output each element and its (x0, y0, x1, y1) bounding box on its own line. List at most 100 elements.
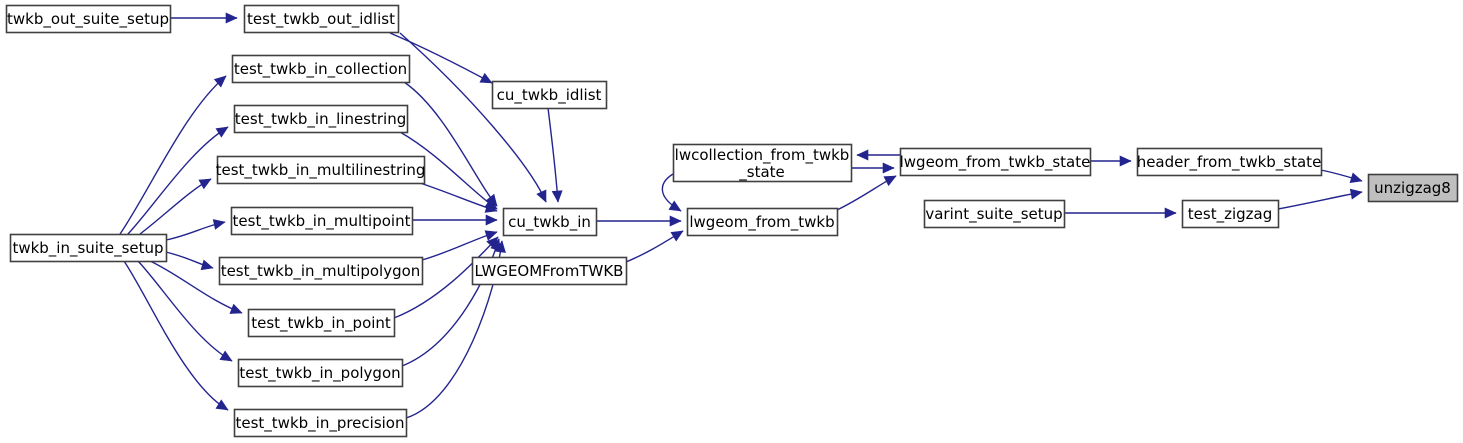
node-label: cu_twkb_in (508, 213, 591, 232)
node-box[interactable] (491, 80, 608, 110)
node-unzigzag8[interactable]: unzigzag8 (1367, 173, 1459, 203)
node-box[interactable] (1136, 147, 1323, 177)
node-box[interactable] (218, 256, 424, 286)
node-test_twkb_in_collection[interactable]: test_twkb_in_collection (231, 54, 411, 84)
node-label: test_twkb_in_multilinestring (216, 161, 426, 180)
edge-lwcollection_from_twkb_state-to-lwgeom_from_twkb (661, 173, 682, 212)
arrowhead-icon (536, 189, 547, 203)
edge-line (1277, 191, 1363, 210)
node-box[interactable] (231, 54, 411, 84)
node-label: test_twkb_in_linestring (235, 110, 406, 129)
node-lwgeom_from_twkb_state[interactable]: lwgeom_from_twkb_state (899, 147, 1092, 177)
edge-line (127, 126, 229, 235)
node-box[interactable] (923, 199, 1066, 229)
edge-twkb_in_suite_setup-to-test_twkb_in_precision (123, 260, 229, 411)
node-box[interactable] (686, 207, 839, 237)
arrowhead-icon (215, 126, 229, 138)
node-label: test_twkb_in_multipolygon (221, 262, 421, 281)
node-box[interactable] (237, 358, 404, 388)
node-box[interactable] (230, 206, 414, 236)
arrowhead-icon (495, 240, 506, 253)
node-label: lwcollection_from_twkb_state (675, 146, 850, 182)
node-label: header_from_twkb_state (1137, 153, 1322, 172)
node-LWGEOMFromTWKB[interactable]: LWGEOMFromTWKB (471, 256, 628, 286)
node-cu_twkb_idlist[interactable]: cu_twkb_idlist (491, 80, 608, 110)
edge-line (149, 260, 243, 314)
arrowhead-icon (200, 259, 214, 271)
node-test_zigzag[interactable]: test_zigzag (1181, 199, 1280, 229)
node-box[interactable] (216, 155, 426, 185)
node-box[interactable] (1367, 173, 1459, 203)
edge-line (419, 182, 498, 212)
arrowhead-icon (198, 178, 212, 190)
node-box[interactable] (672, 143, 853, 183)
node-label: test_twkb_in_polygon (239, 364, 400, 383)
arrowhead-icon (484, 230, 498, 241)
node-cu_twkb_in[interactable]: cu_twkb_in (502, 207, 598, 237)
edges-layer (119, 12, 1363, 419)
edge-line (137, 260, 233, 362)
edge-test_twkb_in_multipolygon-to-cu_twkb_in (421, 230, 498, 261)
arrowhead-icon (484, 202, 498, 213)
edge-twkb_in_suite_setup-to-test_twkb_in_multipolygon (165, 251, 214, 271)
arrowhead-icon (856, 149, 869, 161)
arrowhead-icon (1164, 207, 1177, 219)
node-test_twkb_in_multilinestring[interactable]: test_twkb_in_multilinestring (216, 155, 426, 185)
edge-lwgeom_from_twkb_state-to-lwcollection_from_twkb_state (856, 149, 900, 161)
node-box[interactable] (247, 308, 396, 338)
edge-LWGEOMFromTWKB-to-lwgeom_from_twkb (625, 230, 684, 263)
edge-line (547, 107, 559, 203)
edge-line (123, 260, 229, 411)
node-test_twkb_in_linestring[interactable]: test_twkb_in_linestring (233, 104, 409, 134)
node-label: test_twkb_in_precision (235, 414, 404, 433)
node-box[interactable] (502, 207, 598, 237)
node-box[interactable] (243, 4, 400, 34)
node-box[interactable] (5, 4, 172, 34)
node-test_twkb_in_polygon[interactable]: test_twkb_in_polygon (237, 358, 404, 388)
node-box[interactable] (9, 233, 168, 263)
node-label: test_twkb_in_point (251, 314, 391, 333)
arrowhead-icon (551, 190, 563, 203)
node-label: twkb_out_suite_setup (7, 10, 169, 29)
node-label: test_twkb_in_multipoint (233, 212, 411, 231)
node-box[interactable] (233, 104, 409, 134)
node-header_from_twkb_state[interactable]: header_from_twkb_state (1136, 147, 1323, 177)
node-twkb_out_suite_setup[interactable]: twkb_out_suite_setup (5, 4, 172, 34)
edge-line (399, 131, 498, 210)
node-test_twkb_in_point[interactable]: test_twkb_in_point (247, 308, 396, 338)
node-label: unzigzag8 (1374, 179, 1451, 197)
node-test_twkb_in_multipolygon[interactable]: test_twkb_in_multipolygon (218, 256, 424, 286)
node-box[interactable] (899, 147, 1092, 177)
edge-line (403, 81, 498, 207)
nodes-layer: twkb_out_suite_setup test_twkb_out_idlist… (5, 4, 1459, 438)
node-label: varint_suite_setup (925, 205, 1062, 224)
arrowhead-icon (229, 303, 243, 314)
arrowhead-icon (668, 200, 682, 212)
node-lwgeom_from_twkb[interactable]: lwgeom_from_twkb (686, 207, 839, 237)
node-lwcollection_from_twkb_state[interactable]: lwcollection_from_twkb_state (672, 143, 853, 183)
node-label: test_zigzag (1188, 205, 1272, 224)
edge-twkb_in_suite_setup-to-test_twkb_in_point (149, 260, 243, 314)
node-test_twkb_in_precision[interactable]: test_twkb_in_precision (233, 408, 408, 438)
edge-twkb_in_suite_setup-to-test_twkb_in_collection (119, 75, 227, 235)
edge-lwgeom_from_twkb_state-to-header_from_twkb_state (1090, 155, 1132, 167)
node-test_twkb_out_idlist[interactable]: test_twkb_out_idlist (243, 4, 400, 34)
node-box[interactable] (1181, 199, 1280, 229)
edge-twkb_in_suite_setup-to-test_twkb_in_multilinestring (139, 178, 212, 235)
edge-lwcollection_from_twkb_state-to-lwgeom_from_twkb_state (851, 162, 895, 174)
node-varint_suite_setup[interactable]: varint_suite_setup (923, 199, 1066, 229)
node-label: test_twkb_out_idlist (247, 10, 395, 29)
arrowhead-icon (1349, 172, 1363, 183)
node-label: LWGEOMFromTWKB (475, 262, 624, 280)
edge-line (119, 75, 227, 235)
node-test_twkb_in_multipoint[interactable]: test_twkb_in_multipoint (230, 206, 414, 236)
edge-line (421, 231, 498, 261)
edge-cu_twkb_in-to-lwgeom_from_twkb (596, 215, 682, 227)
arrowhead-icon (1119, 155, 1132, 167)
edge-header_from_twkb_state-to-unzigzag8 (1320, 169, 1363, 183)
edge-test_zigzag-to-unzigzag8 (1277, 188, 1363, 210)
node-box[interactable] (233, 408, 408, 438)
node-box[interactable] (471, 256, 628, 286)
node-twkb_in_suite_setup[interactable]: twkb_in_suite_setup (9, 233, 168, 263)
